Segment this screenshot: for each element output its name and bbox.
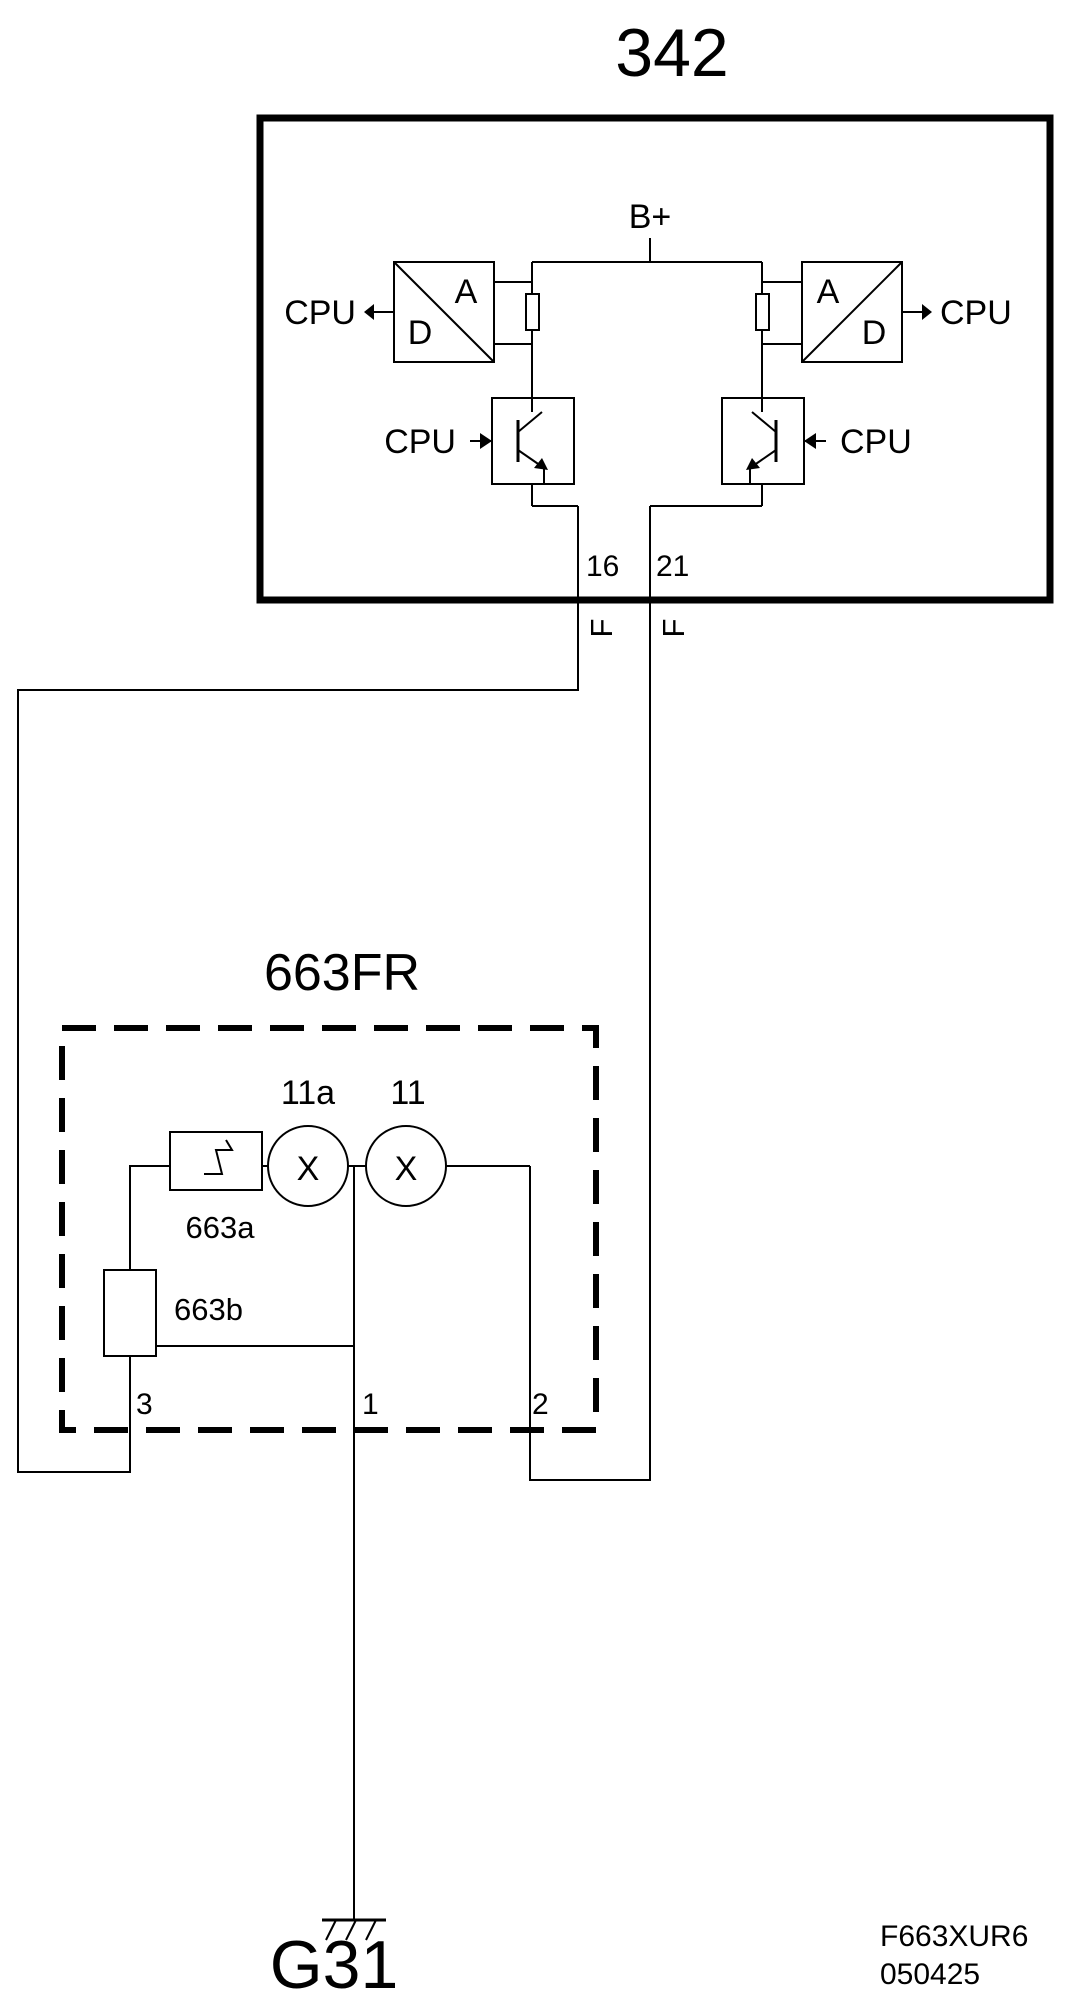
arrow-left-icon (804, 433, 816, 449)
left-branch: A D CPU CPU (284, 261, 579, 600)
shunt-resistor-right (755, 293, 770, 331)
arrow-left-icon (364, 304, 374, 320)
part-663a-label: 663a (186, 1210, 256, 1245)
arrow-right-icon (922, 304, 932, 320)
driver-right-cpu-label: CPU (840, 423, 912, 461)
ground-label: G31 (270, 1927, 399, 2000)
adc-left-cpu-label: CPU (284, 294, 356, 332)
thermal-icon (204, 1139, 234, 1175)
external-wiring (17, 600, 651, 1920)
drawing-code: F663XUR6 (880, 1920, 1028, 1953)
driver-left-cpu-label: CPU (384, 423, 456, 461)
resistor-663b (103, 1269, 157, 1357)
pin-1-label: 1 (362, 1388, 379, 1421)
internal-wiring-663fr (129, 1165, 531, 1430)
pin-3-label: 3 (136, 1388, 153, 1421)
arrow-right-icon (480, 433, 492, 449)
lamp-11a-symbol: X (297, 1150, 320, 1188)
wire-code-right: F (656, 619, 691, 638)
shunt-resistor-left (525, 293, 540, 331)
adc-right-a: A (817, 273, 840, 311)
module-342-title: 342 (615, 15, 728, 91)
thermal-element-663a (169, 1131, 263, 1191)
adc-right-d: D (862, 314, 887, 352)
ground-icon (322, 1918, 386, 1941)
module-663fr-box (59, 1025, 599, 1433)
module-342-box (256, 114, 1054, 604)
adc-left-d: D (408, 314, 433, 352)
lamp-11a-label: 11a (281, 1074, 335, 1112)
adc-right-cpu-label: CPU (940, 294, 1012, 332)
part-663b-label: 663b (174, 1292, 243, 1327)
drawing-date: 050425 (880, 1958, 980, 1991)
pin-2-label: 2 (532, 1388, 549, 1421)
supply-label: B+ (629, 198, 672, 236)
lamp-11-label: 11 (390, 1074, 425, 1112)
module-663fr-title: 663FR (264, 944, 420, 1002)
adc-left-a: A (455, 273, 478, 311)
pin-16-label: 16 (586, 550, 619, 583)
right-branch: A D CPU CPU (649, 261, 1012, 600)
wire-code-left: F (584, 619, 619, 638)
lamp-11-symbol: X (395, 1150, 418, 1188)
pin-21-label: 21 (656, 550, 689, 583)
